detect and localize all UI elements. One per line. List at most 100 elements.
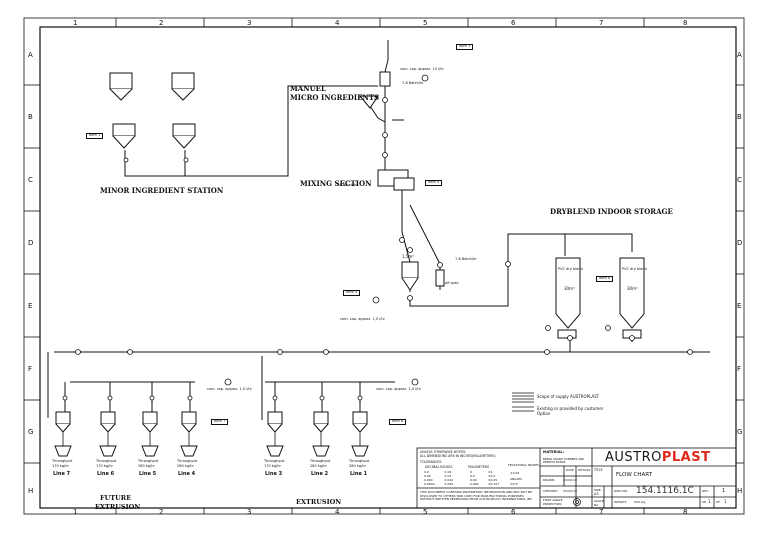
tb-projection: PROJECTION — [543, 502, 562, 506]
line-1-throughput: Throughput — [349, 459, 370, 463]
legend-scope-text: Scope of supply AUSTROPLAST — [537, 394, 600, 399]
col-label-2: 2 — [159, 19, 164, 27]
tb-date-header: DATE — [566, 468, 574, 472]
instruments — [62, 74, 693, 401]
row-label-d: D — [28, 239, 34, 247]
col-label-6-bottom: 6 — [511, 508, 516, 516]
line-4-throughput: Throughput — [177, 459, 198, 463]
tb-size-label: SIZE — [594, 488, 601, 492]
tb-break-edges: BREAK SHARP CORNERS AND REMOVE BURRS — [543, 457, 585, 465]
col-label-4-bottom: 4 — [335, 508, 340, 516]
tb-angles: ANGLES — [510, 477, 523, 481]
tb-millimeters: MILLIMETERS — [468, 465, 490, 469]
area-label-mixing-section: MIXING SECTION — [300, 179, 372, 188]
tb-first-angle: FIRST ANGLE — [543, 498, 563, 502]
line-2-name: Line 2 — [311, 471, 329, 477]
tb-tol-r1-c2: 0.0 — [470, 474, 475, 478]
row-label-c: C — [28, 176, 33, 184]
tb-general-note-1: UNLESS OTHERWISE NOTED: — [420, 450, 467, 454]
note-comp-air-2: com. cap. approx. 1,0 l/hr — [340, 317, 385, 321]
tb-tol-r1-c0: 0.00 — [424, 474, 431, 478]
tb-tol-r0-c3: ±1 — [488, 470, 493, 474]
line-4-rate: 280 kg/hr — [177, 464, 194, 468]
extruder-hoppers — [55, 411, 368, 433]
grid-ticks — [24, 18, 744, 514]
tb-title: FLOW CHART — [616, 472, 653, 478]
row-label-d-right: D — [737, 239, 743, 247]
tb-weight-label: WEIGHT: — [614, 500, 627, 504]
note-comp-air-3: com. cap. approx. 1,0 l/hr — [207, 387, 252, 391]
tb-size: A3 — [594, 492, 599, 496]
col-label-8: 8 — [683, 19, 688, 27]
tb-material: MATERIAL: — [543, 450, 565, 454]
line-6-throughput: Throughput — [96, 459, 117, 463]
drawing-frame — [23, 17, 745, 515]
line-1-rate: 280 kg/hr — [349, 464, 366, 468]
tb-fractional-value: ±1/16 — [510, 471, 520, 475]
note-off-spec: off spec — [445, 281, 459, 285]
tb-title-header: TITLE — [594, 468, 603, 472]
item-tag-4: Item 4 — [425, 180, 443, 186]
item-tag-1: Item 1 — [86, 133, 104, 139]
tb-tol-r1-c1: ±.03 — [444, 474, 452, 478]
line-7-rate: 170 kg/hr — [52, 464, 69, 468]
tb-drawn: DRAWN — [543, 478, 555, 482]
silo-label-2: PVC dry blend — [622, 267, 647, 271]
tb-tol-r0-c0: 0.0 — [424, 470, 429, 474]
legend-symbols — [512, 392, 534, 412]
legend-option-text: Option — [537, 411, 551, 416]
line-connectors — [62, 432, 361, 446]
silo-volume-1: 30m³ — [564, 286, 575, 291]
note-batch-rate-3: 7-8 Batch/hr — [455, 257, 477, 261]
line-2-rate: 280 kg/hr — [310, 464, 327, 468]
tb-tol-r2-c3: ±0.25 — [488, 478, 498, 482]
title-block-grid — [416, 447, 737, 509]
col-label-1-bottom: 1 — [73, 508, 78, 516]
col-label-6: 6 — [511, 19, 516, 27]
tb-fractional-inches: FRACTIONAL INCHES — [508, 463, 540, 467]
tb-checked: CHECKED — [543, 489, 558, 493]
tb-tol-r0-c2: 0 — [470, 470, 472, 474]
area-label-extrusion: EXTRUSION — [296, 498, 342, 506]
col-label-5-bottom: 5 — [423, 508, 428, 516]
line-7-name: Line 7 — [53, 471, 71, 477]
tb-rev: 1 — [722, 488, 726, 494]
col-label-4: 4 — [335, 19, 340, 27]
item-tag-5: Item 5 — [343, 290, 361, 296]
row-label-g: G — [28, 428, 34, 436]
row-label-h-right: H — [737, 487, 743, 495]
tb-scale-label: SCALE — [594, 499, 604, 503]
row-label-f-right: F — [737, 365, 742, 373]
note-batch-rate-1: 7-8 Batch/hr — [402, 81, 424, 85]
tb-sheet: 1 — [708, 499, 711, 504]
buffer-volume: 1,5m³ — [402, 254, 414, 259]
legend-existing-text: Existing or provided by customer — [537, 406, 604, 411]
silo-volume-2: 30m³ — [627, 286, 638, 291]
note-batch-rate-2: 7-8 Batch/hr — [336, 183, 358, 187]
tb-dwg-number: 154.1116.1C — [636, 486, 694, 496]
line-6-rate: 170 kg/hr — [96, 464, 113, 468]
extruder-feeders — [54, 445, 369, 457]
tb-details-header: DETAILS — [578, 468, 591, 472]
silo-label-1: PVC dry blend — [558, 267, 583, 271]
tb-of-label: OF — [716, 500, 721, 504]
line-5-rate: 280 kg/hr — [138, 464, 155, 468]
area-label-future-extrusion: EXTRUSION — [95, 503, 141, 511]
brand-logo-austro: AUSTRO — [605, 450, 662, 465]
line-6-name: Line 6 — [97, 471, 115, 477]
tb-tol-r3-c0: 0.0000 — [424, 482, 435, 486]
item-tag-3: Item 3 — [456, 44, 474, 50]
equipment — [54, 71, 645, 457]
row-label-b-right: B — [737, 113, 742, 121]
line-3-throughput: Throughput — [264, 459, 285, 463]
row-label-h: H — [28, 487, 34, 495]
tb-tol-r1-c3: ±0.5 — [488, 474, 496, 478]
brand-logo: AUSTROPLAST — [605, 451, 710, 464]
tb-rev-label: REV — [702, 489, 709, 493]
tb-of: 1 — [724, 499, 727, 504]
col-label-5: 5 — [423, 19, 428, 27]
tb-angles-value: ±0,5° — [510, 482, 519, 486]
row-label-c-right: C — [737, 176, 742, 184]
